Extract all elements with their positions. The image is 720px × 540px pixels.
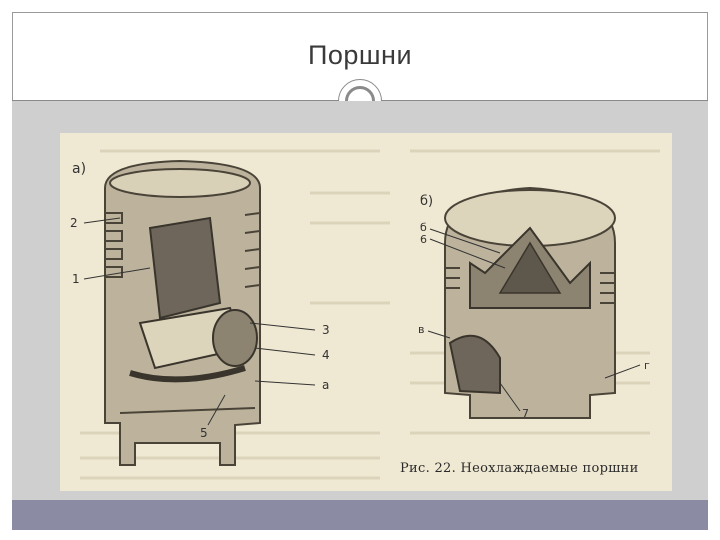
piston-figure-image: а) 2 1 3 4 а 5 б) б 6 в г: [60, 133, 672, 491]
callout-a: а: [322, 378, 329, 392]
callout-6: 6: [420, 233, 427, 246]
figure-label-b: б): [420, 194, 433, 209]
figure-caption: Рис. 22. Неохлаждаемые поршни: [400, 461, 639, 476]
callout-5: 5: [200, 426, 208, 440]
piston-a-callout-lines: [83, 217, 316, 426]
callout-3: 3: [322, 323, 330, 337]
figure-label-a: а): [72, 161, 86, 177]
callout-v: в: [418, 323, 424, 336]
callout-1: 1: [72, 272, 80, 286]
piston-b-callout-lines: [427, 228, 641, 412]
callout-b: б: [420, 221, 427, 234]
piston-b: [444, 186, 616, 419]
piston-drawing: а) 2 1 3 4 а 5 б) б 6 в г: [70, 149, 660, 480]
slide-title: Поршни: [307, 40, 413, 70]
piston-a: [104, 159, 261, 466]
callout-7: 7: [522, 407, 529, 420]
callout-2: 2: [70, 216, 78, 230]
footer-bar: [12, 500, 708, 530]
callout-4: 4: [322, 348, 330, 362]
callout-g: г: [644, 359, 650, 372]
